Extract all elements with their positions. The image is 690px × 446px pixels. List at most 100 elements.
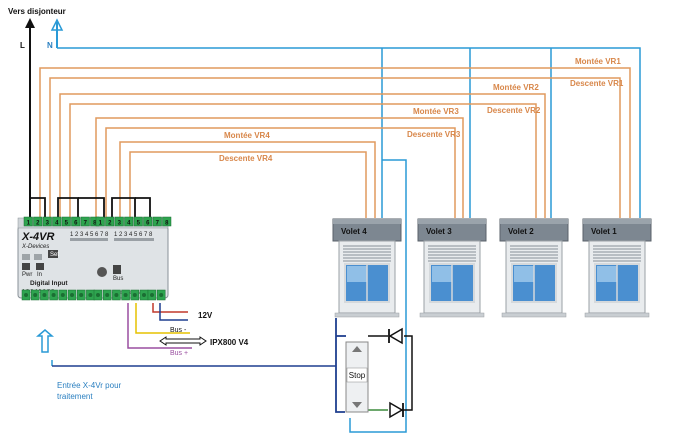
top-terminal-right-label-8: 8: [165, 221, 169, 227]
shutter-label: Volet 4: [341, 227, 367, 236]
in-button[interactable]: [36, 263, 44, 270]
top-terminal-left-label-3: 3: [46, 221, 50, 227]
top-terminal-right-label-5: 5: [137, 221, 141, 227]
neutral-wire: [57, 47, 641, 218]
shutter-label: Volet 1: [591, 227, 617, 236]
input-note-line1: Entrée X-4Vr pour: [57, 381, 122, 390]
bidirectional-arrow-icon: [159, 336, 207, 346]
stop-label: Stop: [349, 371, 366, 380]
shutter-label: Volet 2: [508, 227, 534, 236]
wire-up-vr1: [39, 67, 631, 218]
switch-neutral-wire: [349, 159, 407, 433]
up-arrow-icon: [352, 346, 362, 352]
input-arrow-icon: [35, 329, 55, 353]
pwr-button[interactable]: [22, 263, 30, 270]
wire-up-vr3: [95, 117, 464, 218]
top-terminal-right-label-2: 2: [108, 221, 112, 227]
top-terminal-right-label-6: 6: [146, 221, 150, 227]
top-terminal-left-6: [71, 216, 81, 227]
shutter-label: Volet 3: [426, 227, 452, 236]
top-terminal-left-label-1: 1: [27, 221, 31, 227]
label-up-vr4: Montée VR4: [224, 131, 270, 140]
top-terminal-right-7: [152, 216, 162, 227]
shutters: Volet 4 Volet 3 Volet 2 Volet 1: [332, 218, 652, 318]
controller-name: X-4VR: [21, 231, 54, 243]
wire-down-vr2: [69, 103, 537, 218]
set-button-label: Set: [50, 252, 59, 258]
top-terminal-right-label-1: 1: [99, 221, 103, 227]
line-n-arrow-icon: [50, 18, 64, 31]
line-n-label: N: [47, 41, 53, 50]
wire-up-vr2: [59, 93, 546, 218]
label-up-vr1: Montée VR1: [575, 57, 621, 66]
top-terminal-right-1: [95, 216, 105, 227]
label-down-vr3: Descente VR3: [407, 130, 461, 139]
led-2: [34, 254, 42, 260]
knob-icon: [97, 267, 107, 277]
relay-number-row: 1 2 3 4 5 6 7 8 1 2 3 4 5 6 7 8: [70, 232, 154, 241]
wire-up-vr4: [119, 141, 376, 218]
motor-wire-labels: Montée VR1 Descente VR1 Montée VR2 Desce…: [219, 57, 624, 163]
top-terminal-left-3: [42, 216, 52, 227]
top-terminal-right-2: [105, 216, 115, 227]
svg-text:1 2 3 4 5 6 7 8: 1 2 3 4 5 6 7 8: [70, 232, 109, 238]
top-terminal-left-4: [52, 216, 62, 227]
window-sill: [334, 312, 400, 318]
top-terminal-left-label-8: 8: [93, 221, 97, 227]
top-terminal-left-label-5: 5: [65, 221, 69, 227]
label-down-vr2: Descente VR2: [487, 106, 541, 115]
top-terminal-right-4: [124, 216, 134, 227]
shutter-4: Volet 4: [332, 218, 402, 318]
wire-down-vr1: [49, 77, 621, 218]
label-down-vr4: Descente VR4: [219, 154, 273, 163]
led-1: [22, 254, 30, 260]
bus-labels: 12V Bus - IPX800 V4 Bus +: [159, 311, 249, 357]
top-terminal-left-label-2: 2: [36, 221, 40, 227]
top-terminal-left-5: [61, 216, 71, 227]
supply-lines: Vers disjonteur L N: [8, 7, 641, 218]
down-arrow-icon: [352, 402, 362, 408]
top-terminal-left-label-7: 7: [84, 221, 88, 227]
shutter-2: Volet 2: [499, 218, 569, 318]
top-terminal-right-label-3: 3: [118, 221, 122, 227]
label-ipx800: IPX800 V4: [210, 338, 249, 347]
jumper-wires: [29, 197, 151, 218]
top-terminal-left-label-6: 6: [74, 221, 78, 227]
input-note: Entrée X-4Vr pour traitement: [35, 329, 122, 401]
window-sill: [584, 312, 650, 318]
label-up-vr3: Montée VR3: [413, 107, 459, 116]
bus-button[interactable]: [113, 265, 121, 274]
label-down-vr1: Descente VR1: [570, 79, 624, 88]
label-12v: 12V: [198, 311, 213, 320]
line-l-label: L: [20, 41, 25, 50]
input-note-line2: traitement: [57, 392, 93, 401]
window-sill: [419, 312, 485, 318]
top-terminal-right-6: [143, 216, 153, 227]
top-terminal-right-label-4: 4: [127, 221, 131, 227]
shutter-1: Volet 1: [582, 218, 652, 318]
pwr-button-label: Pwr: [22, 272, 32, 278]
shutter-3: Volet 3: [417, 218, 487, 318]
top-terminal-right-8: [162, 216, 172, 227]
terminals-bottom: [21, 289, 166, 301]
label-bus-minus: Bus -: [170, 327, 187, 334]
set-button[interactable]: [48, 250, 58, 258]
top-terminal-left-2: [33, 216, 43, 227]
top-terminal-left-label-4: 4: [55, 221, 59, 227]
window-sill: [501, 312, 567, 318]
in-button-label: In: [37, 272, 42, 278]
diode-top-icon: [388, 327, 403, 345]
motor-wires: [39, 67, 631, 218]
svg-text:1 2 3 4 5 6 7 8: 1 2 3 4 5 6 7 8: [114, 232, 153, 238]
label-bus-plus: Bus +: [170, 350, 188, 357]
top-terminal-left-7: [80, 216, 90, 227]
bus-wires: [127, 303, 192, 349]
top-terminal-left-1: [23, 216, 33, 227]
wire-down-vr4: [129, 151, 367, 218]
switch-navy-wire: [335, 318, 345, 413]
controller-brand: X-Devices: [21, 244, 49, 250]
